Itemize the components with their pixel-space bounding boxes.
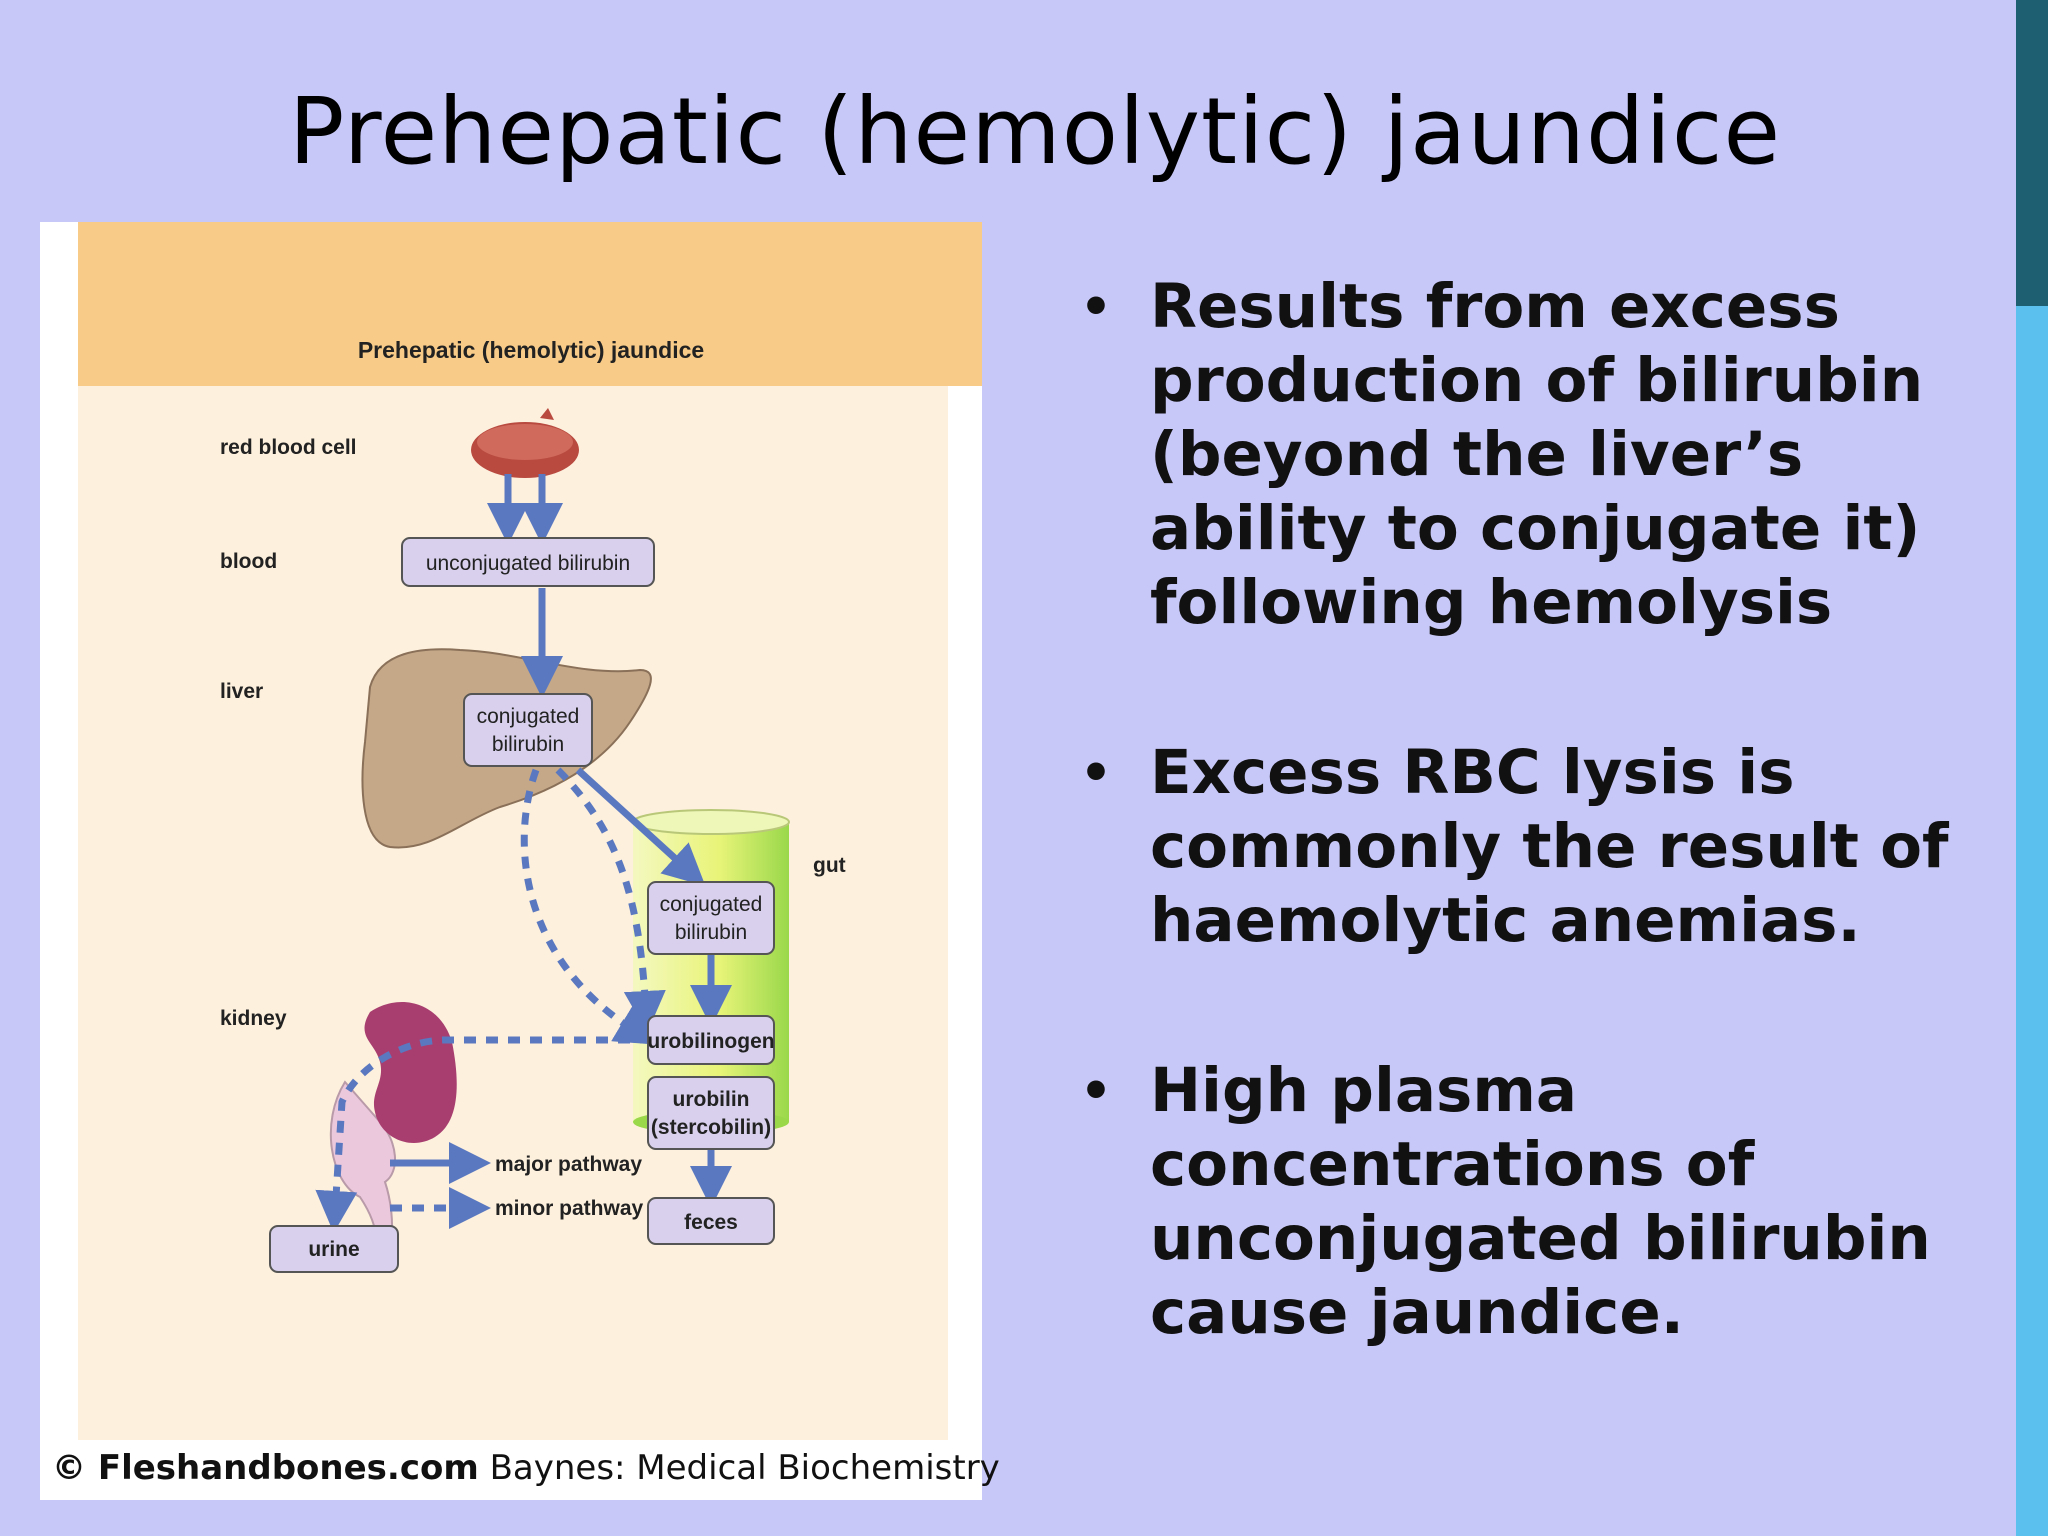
slide-title: Prehepatic (hemolytic) jaundice [288, 78, 1782, 185]
bilirubin-pathway-figure: Prehepatic (hemolytic) jaundice red bloo… [40, 222, 1000, 1500]
box-unconjugated-bilirubin: unconjugated bilirubin [401, 537, 655, 587]
legend-minor-pathway: minor pathway [495, 1197, 644, 1220]
label-red-blood-cell: red blood cell [220, 436, 357, 459]
box-urobilin: urobilin (stercobilin) [647, 1076, 775, 1150]
bullet-text: Results from excess production of biliru… [1150, 271, 1924, 638]
major-pathway-arrows [390, 474, 732, 1208]
credit-site: © Fleshandbones.com [52, 1448, 479, 1488]
figure-credit: © Fleshandbones.com Baynes: Medical Bioc… [52, 1448, 1000, 1488]
box-urobilinogen: urobilinogen [647, 1015, 775, 1065]
red-blood-cell-icon [471, 408, 579, 478]
credit-book: Baynes: Medical Biochemistry [478, 1448, 1000, 1488]
bullet-list: •Results from excess production of bilir… [1070, 270, 2010, 1446]
minor-pathway-arrows [315, 767, 666, 1233]
bullet-text: High plasma concentrations of unconjugat… [1150, 1055, 1931, 1348]
svg-text:urobilin: urobilin [673, 1088, 750, 1111]
kidney-icon [329, 1002, 457, 1253]
svg-text:conjugated: conjugated [660, 893, 763, 916]
svg-text:unconjugated bilirubin: unconjugated bilirubin [426, 552, 630, 575]
box-feces: feces [647, 1197, 775, 1245]
svg-text:urine: urine [308, 1238, 359, 1261]
box-conjugated-bilirubin-liver: conjugated bilirubin [463, 693, 593, 767]
figure-panel [78, 222, 982, 1440]
bullet-text: Excess RBC lysis is commonly the result … [1150, 737, 1949, 956]
bullet-item: •High plasma concentrations of unconjuga… [1080, 1055, 1931, 1348]
accent-bar-dark [2016, 0, 2048, 306]
svg-text:bilirubin: bilirubin [492, 733, 564, 756]
accent-bar-light [2016, 306, 2048, 1536]
svg-text:conjugated: conjugated [477, 705, 580, 728]
svg-text:bilirubin: bilirubin [675, 921, 747, 944]
bullet-item: •Results from excess production of bilir… [1080, 271, 1924, 638]
label-liver: liver [220, 680, 263, 703]
label-gut: gut [813, 854, 846, 877]
label-blood: blood [220, 550, 277, 573]
figure-header-band [78, 222, 982, 386]
legend-major-pathway: major pathway [495, 1153, 642, 1176]
box-conjugated-bilirubin-gut: conjugated bilirubin [647, 881, 775, 955]
svg-text:(stercobilin): (stercobilin) [651, 1116, 771, 1139]
bullet-item: •Excess RBC lysis is commonly the result… [1080, 737, 1949, 956]
label-kidney: kidney [220, 1007, 287, 1030]
svg-text:feces: feces [684, 1211, 738, 1234]
figure-header: Prehepatic (hemolytic) jaundice [358, 337, 704, 363]
svg-text:urobilinogen: urobilinogen [647, 1030, 774, 1053]
box-urine: urine [269, 1225, 399, 1273]
